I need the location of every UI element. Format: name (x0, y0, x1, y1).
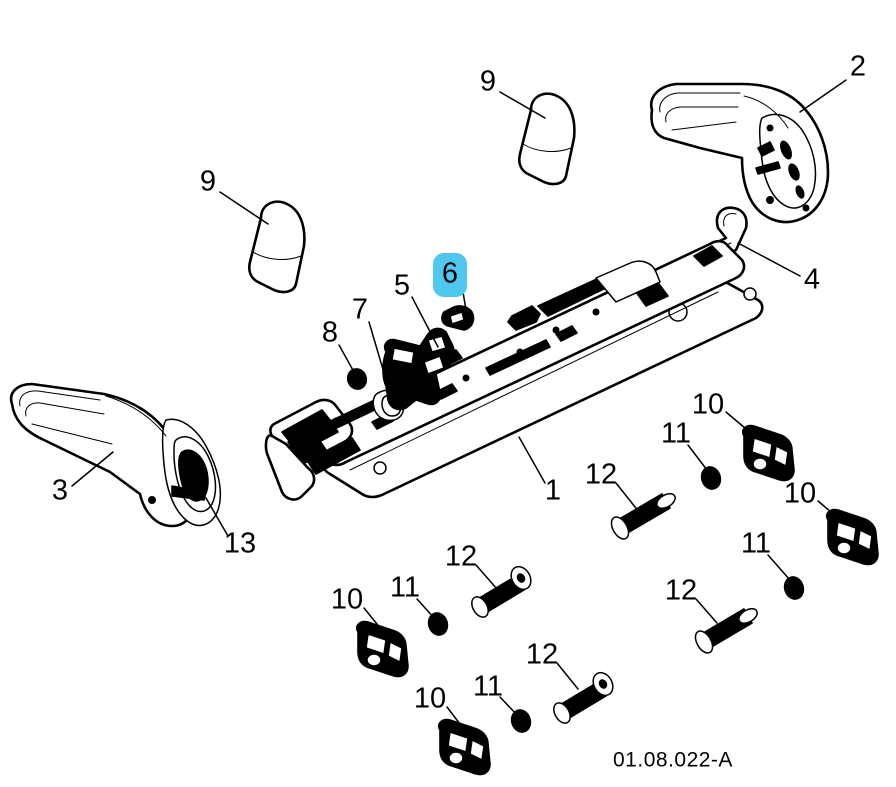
leader-line (499, 91, 546, 119)
callout-number: 13 (224, 528, 256, 560)
callout-number: 12 (445, 541, 477, 573)
part-knob-cap-lower (247, 200, 306, 294)
callout-number: 12 (665, 575, 697, 607)
callout-8-to-small-washer: 8 (322, 317, 355, 373)
leader-line (687, 444, 708, 471)
callout-11-to-washer-1: 11 (661, 418, 708, 471)
callout-4-to-release-rod: 4 (737, 242, 820, 296)
part-small-washer (346, 368, 368, 390)
part-clamp-bracket-3 (355, 620, 409, 678)
callout-number: 6 (442, 258, 458, 290)
callout-12-to-bolt-4: 12 (526, 639, 579, 690)
callout-number: 8 (322, 317, 338, 349)
leader-line (411, 296, 439, 348)
leader-line (615, 482, 640, 513)
callout-10-to-clamp-bracket-1: 10 (692, 389, 753, 435)
part-clamp-bracket-4 (437, 718, 491, 776)
part-bolt-1 (610, 493, 676, 540)
part-washer-1 (700, 466, 722, 490)
callout-number: 10 (331, 584, 363, 616)
part-washer-3 (427, 612, 449, 636)
callout-3-to-armrest-lever-left: 3 (52, 451, 114, 507)
leader-line (737, 242, 801, 277)
callout-number: 3 (52, 475, 68, 507)
callout-1-to-seat-rail-assembly: 1 (518, 436, 561, 507)
part-clamp-bracket-2 (825, 508, 879, 566)
leader-line (725, 411, 753, 435)
leader-line (219, 191, 269, 225)
part-washer-4 (510, 709, 532, 733)
part-armrest-lever-left (9, 382, 222, 528)
callout-number: 11 (661, 418, 691, 450)
callout-11-to-washer-3: 11 (390, 572, 436, 620)
leader-line (556, 662, 579, 690)
callout-9-to-knob-cap-upper: 9 (480, 66, 546, 119)
callout-number: 12 (585, 459, 617, 491)
callout-number: 2 (850, 51, 866, 83)
part-knob-cap-upper (517, 92, 576, 186)
leader-line (205, 497, 229, 537)
part-clamp-bracket-1 (741, 424, 795, 482)
callout-number: 11 (390, 572, 420, 604)
callout-10-to-clamp-bracket-3: 10 (331, 584, 382, 630)
leader-line (499, 696, 519, 717)
leader-line (71, 451, 114, 487)
callout-number: 10 (784, 478, 816, 510)
callout-5-to-slide-bracket: 5 (394, 270, 439, 348)
leader-line (817, 500, 839, 519)
callout-2-to-armrest-lever-right: 2 (799, 51, 866, 113)
callout-number: 11 (473, 671, 503, 703)
callout-number: 5 (394, 270, 410, 302)
part-bolt-4 (553, 671, 614, 724)
callout-number: 11 (741, 528, 771, 560)
callout-12-to-bolt-1: 12 (585, 459, 640, 513)
part-armrest-lever-right (649, 82, 830, 224)
leader-line (695, 598, 718, 624)
callout-number: 10 (692, 389, 724, 421)
leader-line (446, 706, 464, 729)
callout-number: 1 (545, 475, 561, 507)
callout-11-to-washer-4: 11 (473, 671, 519, 717)
part-latch-pin (441, 305, 475, 331)
part-bolt-3 (694, 608, 758, 654)
callout-13-to-knob-housing: 13 (205, 497, 256, 560)
callout-6-to-latch-pin: 6 (433, 253, 467, 311)
callout-number: 7 (352, 294, 368, 326)
part-seat-rail-assembly (264, 239, 764, 501)
callout-12-to-bolt-2: 12 (445, 541, 498, 590)
callout-11-to-washer-2: 11 (741, 528, 791, 581)
callout-number: 12 (526, 639, 558, 671)
part-washer-2 (783, 576, 805, 600)
callout-highlight-box (433, 253, 467, 297)
leader-line (799, 79, 847, 113)
callout-9-to-knob-cap-lower: 9 (200, 166, 269, 225)
leader-line (518, 436, 546, 484)
callout-number: 9 (200, 166, 216, 198)
drawing-number: 01.08.022-A (613, 749, 733, 772)
callout-10-to-clamp-bracket-2: 10 (784, 478, 839, 519)
leader-line (416, 598, 436, 620)
part-slide-bracket (382, 327, 455, 411)
callout-7-to-rod-collar: 7 (352, 294, 393, 401)
leader-line (475, 564, 498, 590)
leader-line (338, 344, 355, 373)
callout-10-to-clamp-bracket-4: 10 (414, 683, 464, 729)
callout-number: 4 (804, 264, 820, 296)
callout-12-to-bolt-3: 12 (665, 575, 718, 624)
part-bolt-2 (471, 565, 532, 618)
callout-number: 10 (414, 683, 446, 715)
callout-number: 9 (480, 66, 496, 98)
leader-line (368, 321, 393, 401)
leader-line (363, 607, 382, 630)
leader-line (767, 554, 791, 581)
